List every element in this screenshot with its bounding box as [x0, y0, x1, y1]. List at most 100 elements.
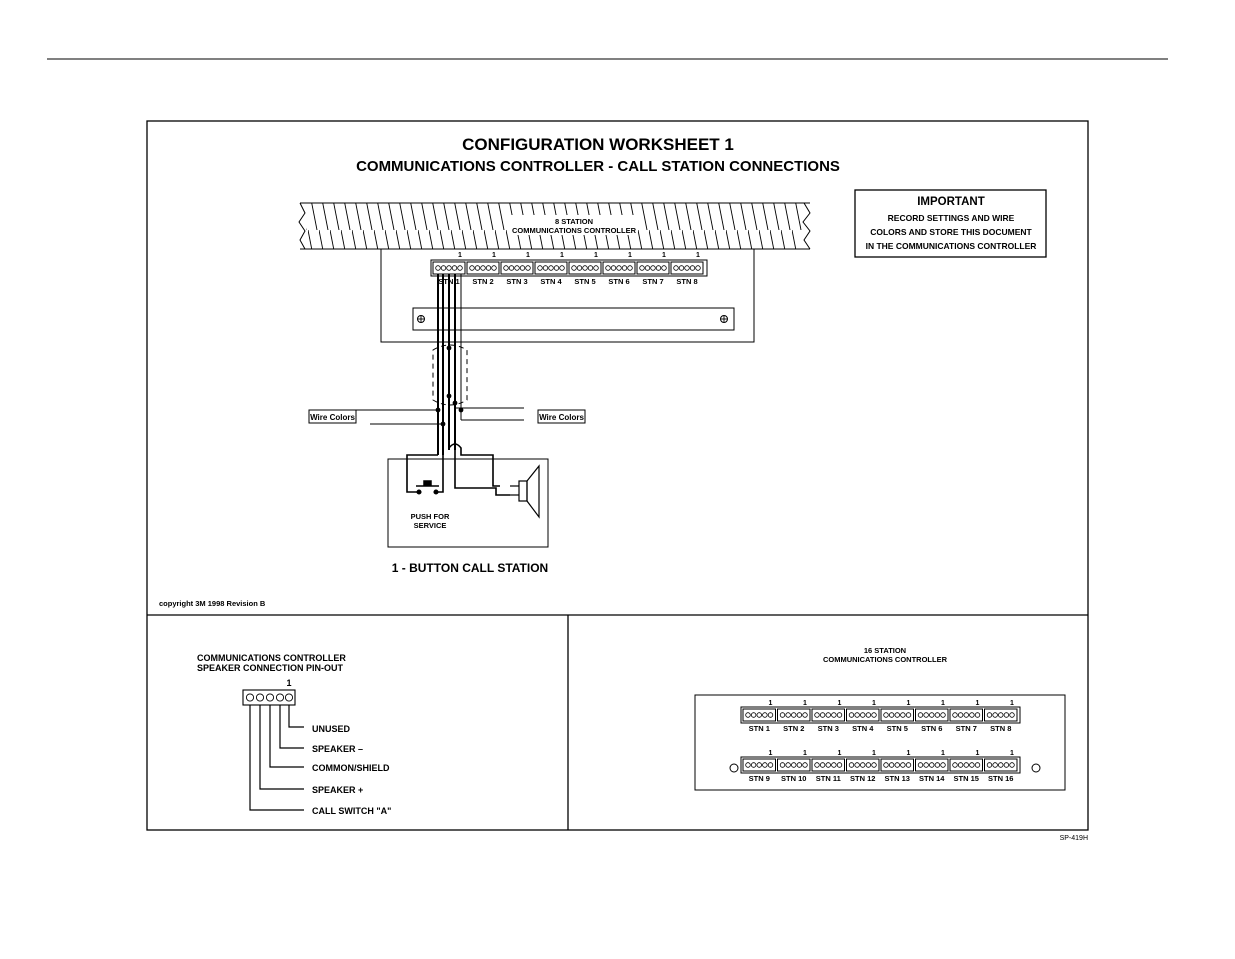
push-for-service-label: PUSH FOR — [411, 512, 450, 521]
station-label: STN 16 — [988, 774, 1013, 783]
station-label: STN 5 — [574, 277, 595, 286]
pin-one-marker: 1 — [941, 750, 945, 757]
call-station-caption: 1 - BUTTON CALL STATION — [392, 561, 548, 575]
wire-colors-label: Wire Colors — [310, 413, 355, 422]
terminal-block-16-upper — [880, 708, 914, 722]
station-label: STN 6 — [921, 724, 942, 733]
terminal-block-16-lower — [915, 758, 949, 772]
station-label: STN 10 — [781, 774, 806, 783]
important-line: IN THE COMMUNICATIONS CONTROLLER — [866, 241, 1037, 251]
station-label: STN 6 — [608, 277, 629, 286]
station-label: STN 15 — [954, 774, 979, 783]
terminal-block-8 — [500, 261, 534, 275]
pin-label-common-shield: COMMON/SHIELD — [312, 763, 390, 773]
pin-one-marker: 1 — [769, 700, 773, 707]
pin-one-marker: 1 — [492, 252, 496, 259]
pin-one-marker: 1 — [1010, 750, 1014, 757]
station-label: STN 4 — [852, 724, 874, 733]
station-label: STN 7 — [642, 277, 663, 286]
push-for-service-label: SERVICE — [414, 521, 447, 530]
terminal-block-8 — [670, 261, 704, 275]
controller8-label: COMMUNICATIONS CONTROLLER — [512, 226, 637, 235]
pin-one-marker: 1 — [838, 700, 842, 707]
terminal-block-8 — [602, 261, 636, 275]
controller8-enclosure — [380, 248, 755, 343]
terminal-block-8 — [534, 261, 568, 275]
terminal-block-8 — [432, 261, 466, 275]
station-label: STN 8 — [676, 277, 697, 286]
terminal-block-16-upper — [949, 708, 983, 722]
terminal-block-16-lower — [949, 758, 983, 772]
terminal-block-16-upper — [915, 708, 949, 722]
push-button-icon — [416, 480, 439, 495]
wire-colors-box-right[interactable]: Wire Colors — [537, 409, 586, 424]
pinout-title: SPEAKER CONNECTION PIN-OUT — [197, 663, 344, 673]
pinout-title: COMMUNICATIONS CONTROLLER — [197, 653, 346, 663]
pin-one-marker: 1 — [872, 750, 876, 757]
terminal-block-16-upper — [846, 708, 880, 722]
pin-one-marker: 1 — [838, 750, 842, 757]
station-label: STN 3 — [506, 277, 527, 286]
pin-one-marker: 1 — [526, 252, 530, 259]
controller8-bracket — [412, 307, 735, 331]
pinout-connector — [242, 689, 296, 706]
station-label: STN 1 — [749, 724, 770, 733]
station-label: STN 2 — [472, 277, 493, 286]
screw-icon — [720, 315, 728, 323]
worksheet-frame — [146, 120, 1089, 831]
pin-one-marker: 1 — [662, 252, 666, 259]
pin-one-marker: 1 — [769, 750, 773, 757]
wire-colors-label: Wire Colors — [539, 413, 584, 422]
terminal-block-8 — [636, 261, 670, 275]
important-line: RECORD SETTINGS AND WIRE — [888, 213, 1015, 223]
call-station-enclosure — [387, 458, 549, 548]
terminal-block-16-lower — [811, 758, 845, 772]
controller16-label: COMMUNICATIONS CONTROLLER — [823, 655, 948, 664]
station-label: STN 2 — [783, 724, 804, 733]
pinout-pin-one-marker: 1 — [286, 678, 291, 688]
station-label: STN 11 — [816, 774, 841, 783]
pin-label-call-switch: CALL SWITCH "A" — [312, 806, 391, 816]
pin-one-marker: 1 — [458, 252, 462, 259]
pin-label-speaker-minus: SPEAKER – — [312, 744, 363, 754]
pin-one-marker: 1 — [628, 252, 632, 259]
worksheet-title: CONFIGURATION WORKSHEET 1 — [462, 135, 734, 154]
pin-one-marker: 1 — [872, 700, 876, 707]
pin-one-marker: 1 — [907, 750, 911, 757]
terminal-block-8 — [568, 261, 602, 275]
pin-one-marker: 1 — [907, 700, 911, 707]
terminal-block-8 — [466, 261, 500, 275]
station-label: STN 9 — [749, 774, 770, 783]
terminal-block-16-lower — [984, 758, 1018, 772]
pin-one-marker: 1 — [696, 252, 700, 259]
terminal-block-16-lower — [777, 758, 811, 772]
pin-label-speaker-plus: SPEAKER + — [312, 785, 363, 795]
terminal-block-16-lower — [846, 758, 880, 772]
controller8-label: 8 STATION — [555, 217, 593, 226]
station-label: STN 3 — [818, 724, 839, 733]
important-line: COLORS AND STORE THIS DOCUMENT — [870, 227, 1032, 237]
pin-label-unused: UNUSED — [312, 724, 351, 734]
terminal-block-16-lower — [742, 758, 776, 772]
pinout-leads — [249, 705, 304, 811]
screw-icon — [417, 315, 425, 323]
pin-one-marker: 1 — [803, 700, 807, 707]
station-label: STN 12 — [850, 774, 875, 783]
document-code: SP-419H — [1060, 835, 1088, 842]
station-label: STN 8 — [990, 724, 1011, 733]
call-station-wiring — [406, 443, 510, 496]
station-label: STN 7 — [956, 724, 977, 733]
speaker-icon — [510, 464, 540, 519]
station-label: STN 13 — [885, 774, 910, 783]
terminal-block-16-upper — [777, 708, 811, 722]
important-notice: IMPORTANT RECORD SETTINGS AND WIRE COLOR… — [854, 189, 1047, 258]
terminal-block-16-lower — [880, 758, 914, 772]
copyright-notice: copyright 3M 1998 Revision B — [159, 599, 266, 608]
important-heading: IMPORTANT — [917, 196, 985, 208]
terminal-block-16-upper — [742, 708, 776, 722]
wire-colors-box-left[interactable]: Wire Colors — [308, 409, 357, 424]
pin-one-marker: 1 — [941, 700, 945, 707]
